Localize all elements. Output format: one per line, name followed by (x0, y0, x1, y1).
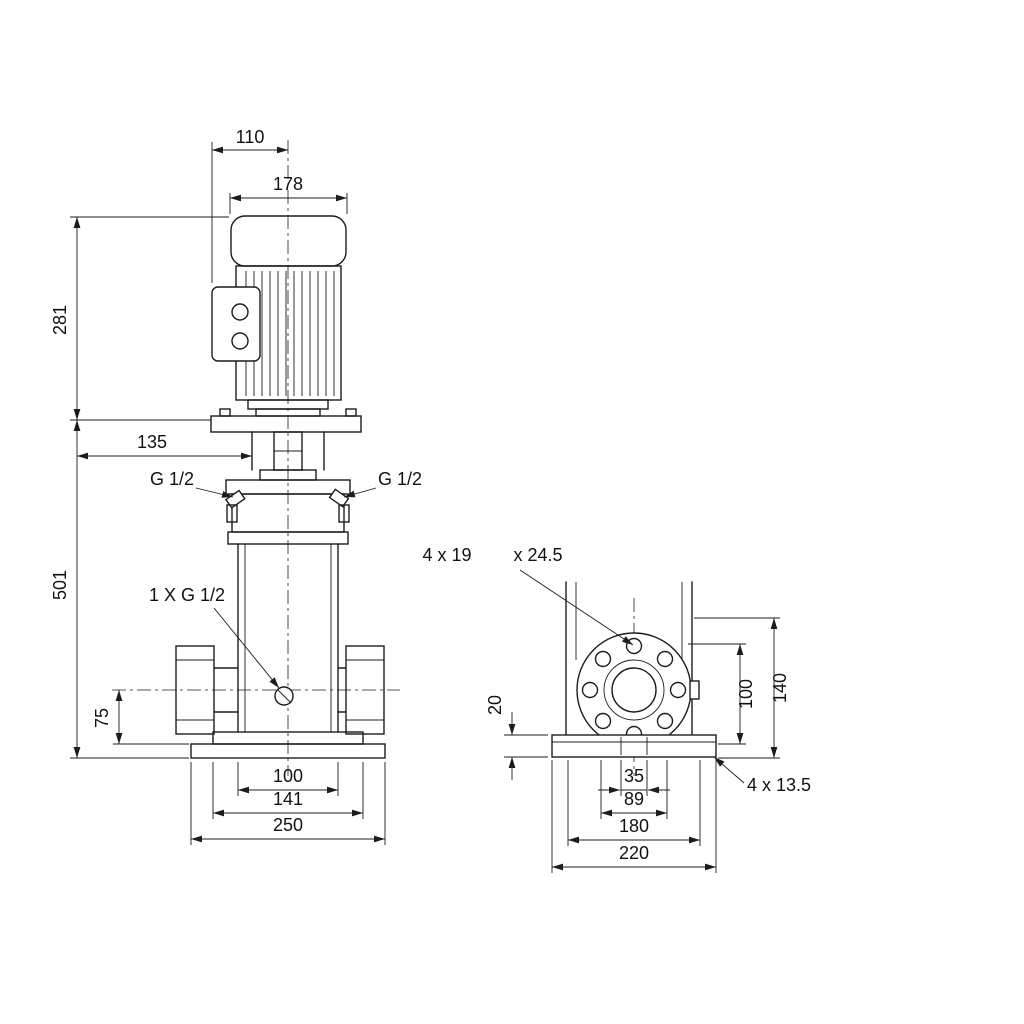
dim-100-front: 100 (273, 766, 303, 786)
base-side (551, 734, 717, 758)
terminal-box (211, 286, 261, 362)
tie-rod-nut-right (338, 504, 350, 523)
spotface-label: x 24.5 (513, 545, 562, 565)
stool-plate (210, 415, 362, 433)
drain-label: 1 X G 1/2 (149, 585, 225, 605)
dim-501: 501 (50, 570, 70, 600)
vent-plug-right (328, 488, 350, 508)
bore-circle (611, 667, 657, 713)
stool-bolt-left (219, 408, 231, 417)
dim-220: 220 (619, 843, 649, 863)
flange-outer-circle (576, 632, 692, 748)
dim-281: 281 (50, 305, 70, 335)
dim-100-side: 100 (736, 679, 756, 709)
dim-89: 89 (624, 789, 644, 809)
front-view: 110 178 281 135 501 75 G 1/2 (50, 127, 422, 845)
dim-20: 20 (485, 695, 505, 715)
base-holes-label: 4 x 13.5 (747, 775, 811, 795)
dim-135: 135 (137, 432, 167, 452)
flange-left (175, 645, 215, 735)
bolt-holes (581, 637, 687, 743)
cable-entry-top (231, 303, 249, 321)
flange-right (345, 645, 385, 735)
flange-face (576, 632, 700, 748)
dim-75: 75 (92, 708, 112, 728)
dim-141: 141 (273, 789, 303, 809)
dim-140: 140 (770, 673, 790, 703)
dim-250: 250 (273, 815, 303, 835)
drain-plug (274, 686, 294, 706)
pump-column-side (565, 581, 693, 736)
port-flanges (175, 645, 385, 735)
flange-tab (689, 680, 700, 700)
dimensions-side: 4 x 19 x 24.5 20 100 140 4 x 13.5 (422, 545, 811, 873)
motor-fins (245, 271, 335, 396)
tie-rod-nut-left (226, 504, 238, 523)
dim-180: 180 (619, 816, 649, 836)
dim-178: 178 (273, 174, 303, 194)
plug-label-left: G 1/2 (150, 469, 194, 489)
cable-entry-bottom (231, 332, 249, 350)
dim-35: 35 (624, 766, 644, 786)
raised-face-circle (603, 659, 665, 721)
dim-110: 110 (236, 127, 265, 147)
dimensions-front: 110 178 281 135 501 75 G 1/2 (50, 127, 422, 845)
base-lower-plate (190, 743, 386, 759)
side-view: 4 x 19 x 24.5 20 100 140 4 x 13.5 (422, 545, 811, 873)
base-front (190, 731, 386, 759)
stack-top-ring (227, 531, 349, 545)
fan-cover (230, 215, 347, 267)
flange-holes-label: 4 x 19 (422, 545, 471, 565)
stool-bolt-right (345, 408, 357, 417)
base-plate-side (551, 734, 717, 758)
motor (211, 215, 347, 417)
plug-label-right: G 1/2 (378, 469, 422, 489)
motor-stool (210, 408, 362, 471)
